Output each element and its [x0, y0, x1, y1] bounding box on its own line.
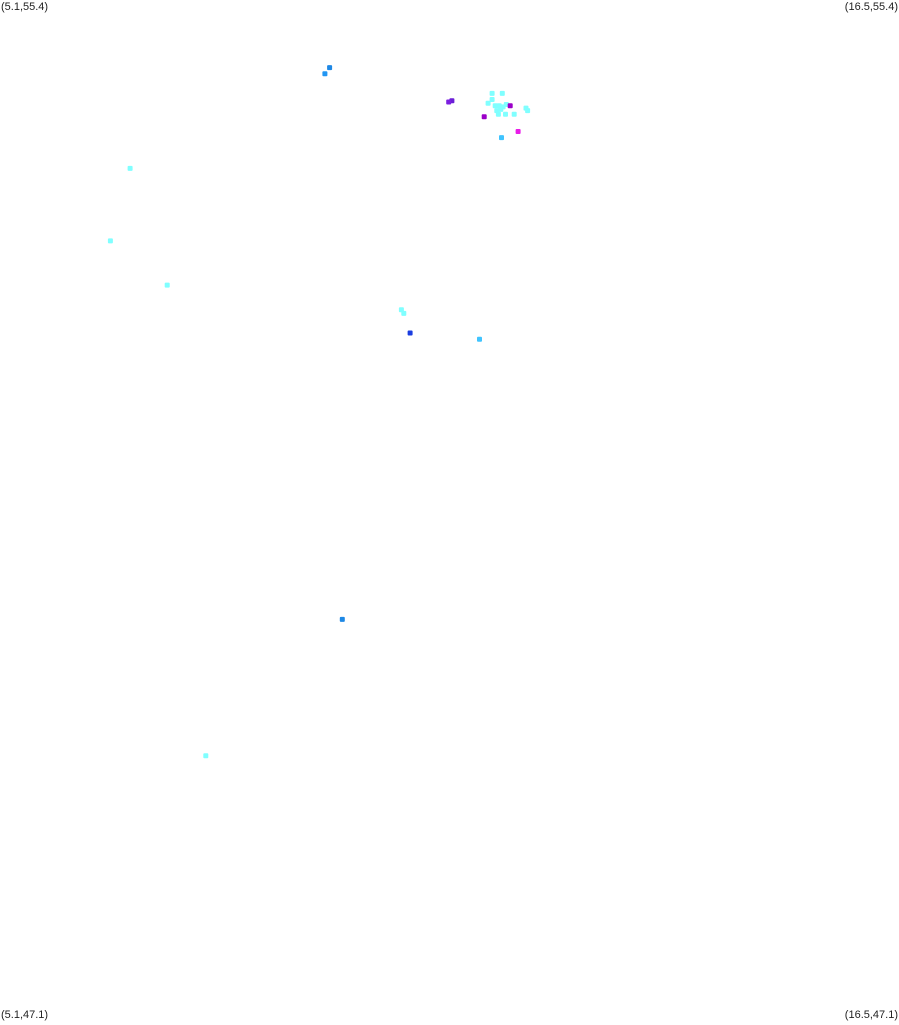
map-point[interactable] [489, 90, 495, 96]
map-point[interactable] [499, 135, 504, 141]
map-point[interactable] [489, 97, 495, 102]
map-point[interactable] [322, 71, 328, 77]
map-point[interactable] [492, 103, 498, 109]
map-point[interactable] [485, 100, 491, 106]
map-point[interactable] [515, 129, 521, 134]
map-point[interactable] [503, 111, 508, 117]
map-point[interactable] [164, 282, 170, 288]
corner-label-bottom-left: (5.1,47.1) [1, 1009, 49, 1021]
corner-label-top-right: (16.5,55.4) [844, 1, 898, 13]
map-point[interactable] [525, 108, 531, 114]
map-point[interactable] [339, 616, 345, 622]
corner-label-top-left: (5.1,55.4) [1, 1, 49, 13]
map-point[interactable] [107, 238, 113, 244]
map-point[interactable] [495, 111, 501, 117]
map-point[interactable] [503, 102, 509, 107]
map-point[interactable] [127, 165, 133, 171]
map-point[interactable] [407, 330, 413, 336]
map-point[interactable] [498, 106, 504, 112]
corner-label-bottom-right: (16.5,47.1) [844, 1009, 898, 1021]
map-point[interactable] [499, 90, 505, 96]
map-point[interactable] [327, 65, 333, 71]
map-point[interactable] [477, 336, 482, 342]
points-layer [107, 65, 531, 759]
map-point[interactable] [507, 103, 513, 109]
map-point[interactable] [401, 310, 407, 316]
map-point[interactable] [481, 114, 487, 120]
map-point[interactable] [446, 99, 452, 105]
map-point[interactable] [511, 111, 517, 117]
map-point[interactable] [203, 753, 209, 759]
